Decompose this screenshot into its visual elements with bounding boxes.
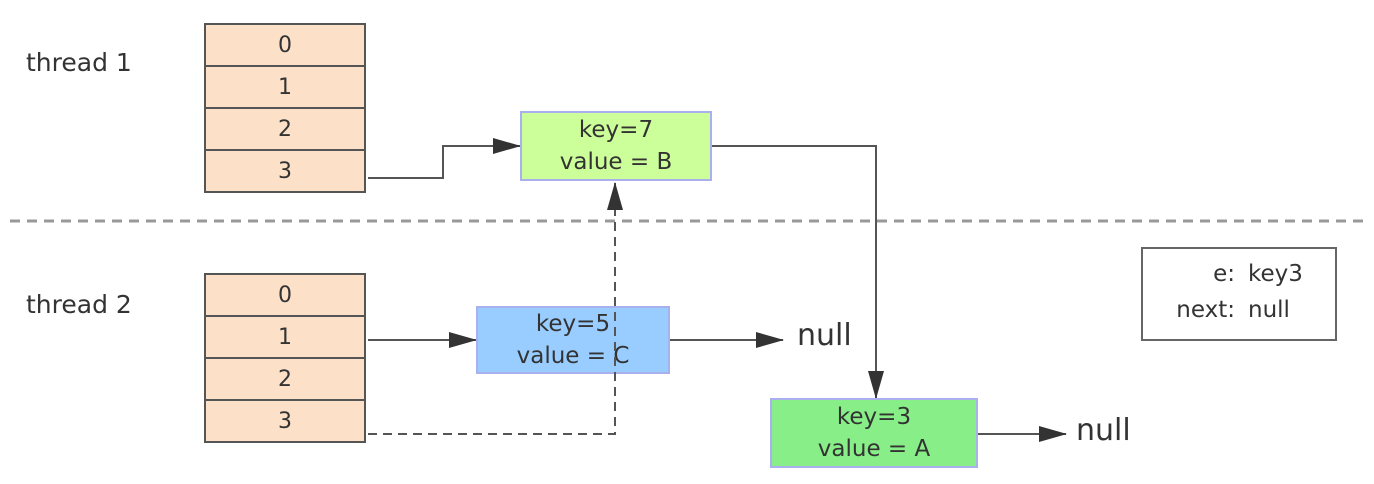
entry-info-box: e: key3 next: null [1141,247,1337,341]
info-e-label: e: [1213,261,1235,287]
arrow-b-to-a [712,145,884,399]
node-b-key: key=7 [578,117,654,143]
info-next-label: next: [1176,297,1235,323]
thread1-bucket: 2 [204,107,366,151]
node-a: key=3 value = A [770,398,978,468]
thread1-bucket: 3 [204,149,366,193]
node-a-key: key=3 [836,404,912,430]
thread2-bucket-table: 0 1 2 3 [204,273,366,443]
thread2-bucket: 3 [204,399,366,443]
info-next-value: null [1248,297,1290,323]
thread2-bucket: 1 [204,315,366,359]
node-b-value: value = B [559,149,673,175]
thread1-label: thread 1 [26,48,132,77]
null-label-c: null [797,318,852,353]
arrow-t2-bucket3-to-b-dashed [368,182,623,435]
info-e-value: key3 [1248,261,1303,287]
node-c-key: key=5 [535,311,611,337]
node-c: key=5 value = C [476,306,670,374]
node-c-value: value = C [516,343,630,369]
node-b: key=7 value = B [520,111,712,181]
thread2-label: thread 2 [26,290,132,319]
thread1-bucket: 0 [204,23,366,67]
arrow-t1-bucket3-to-b [368,138,521,179]
thread1-bucket-table: 0 1 2 3 [204,23,366,193]
null-label-a: null [1076,413,1131,448]
node-a-value: value = A [817,436,931,462]
